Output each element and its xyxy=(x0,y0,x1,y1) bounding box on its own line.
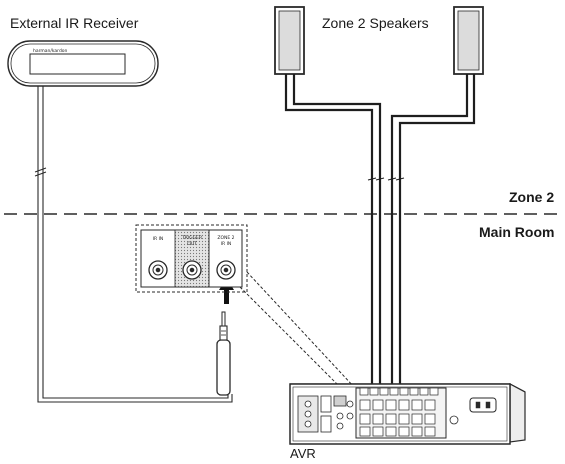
main-room-label: Main Room xyxy=(479,224,555,240)
ir-receiver-title: External IR Receiver xyxy=(10,15,139,31)
zone2-speaker-right xyxy=(453,6,484,75)
zone2-speakers-title: Zone 2 Speakers xyxy=(322,15,429,31)
callout-lines xyxy=(239,271,356,391)
zone2-label: Zone 2 xyxy=(509,189,555,205)
avr-label: AVR xyxy=(290,446,316,461)
zone2-ir-in-jack xyxy=(216,260,236,280)
jack-label-ir-in: IR IN xyxy=(153,236,164,242)
mini-plug xyxy=(216,311,231,396)
trigger-out-jack xyxy=(182,260,202,280)
jack-label-zone2-ir-in: IR IN xyxy=(221,241,232,247)
zone2-speaker-left xyxy=(274,6,305,75)
jack-panel: IR IN TRIGGER OUT ZONE 2 IR IN xyxy=(135,224,248,293)
ir-receiver-cable xyxy=(34,86,233,403)
jack-label-trigger-out: OUT xyxy=(187,241,197,247)
jack-label-zone2: ZONE 2 xyxy=(217,235,234,241)
wire-ticks xyxy=(367,177,405,181)
speaker-wires xyxy=(284,74,476,425)
external-ir-receiver: harman/kardon xyxy=(7,40,159,87)
avr-unit xyxy=(289,383,526,445)
jack-label-trigger: TRIGGER xyxy=(181,235,202,241)
receiver-brand-text: harman/kardon xyxy=(33,48,68,54)
ir-in-jack xyxy=(148,260,168,280)
